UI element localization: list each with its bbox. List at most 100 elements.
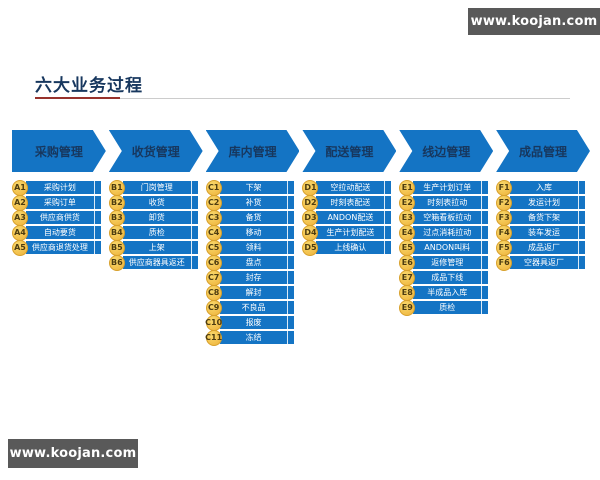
process-item: C3 备货 [205,209,295,226]
process-arrow: 线边管理 [399,130,493,172]
item-code-badge: E6 [399,254,416,271]
item-box: 空器具返厂 [510,256,585,269]
item-code-badge: C11 [205,329,222,346]
item-label: 上架 [148,243,165,252]
item-status-cell [190,241,198,254]
item-status-cell [190,226,198,239]
item-status-cell [481,181,488,194]
item-box: 不良品 [219,301,295,314]
item-box: 供应商器具返还 [122,256,198,269]
item-code-badge: E7 [399,269,416,286]
item-status-cell [287,256,294,269]
item-status-cell [481,196,488,209]
item-box: 质检 [413,301,489,314]
item-label: 备货 [245,213,262,222]
item-label: 盘点 [245,258,262,267]
item-label: 采购订单 [43,198,76,207]
item-label: 解封 [245,288,262,297]
item-box: 生产计划配送 [316,226,392,239]
item-box: 上线确认 [316,241,392,254]
item-box: 半成品入库 [413,286,489,299]
item-box: 空箱看板拉动 [413,211,489,224]
item-box: 卸货 [122,211,198,224]
item-label: 采购计划 [43,183,76,192]
item-label: 不良品 [241,303,266,312]
item-status-cell [481,226,488,239]
process-arrow-label: 线边管理 [422,144,471,159]
item-code-badge: B2 [108,194,125,211]
item-label: 领料 [245,243,262,252]
item-status-cell [481,301,488,314]
item-code-badge: A1 [12,179,28,196]
item-box: 冻结 [219,331,295,344]
item-box: 装车发运 [510,226,585,239]
item-code-badge: C3 [205,209,222,226]
item-box: ANDON配送 [316,211,392,224]
item-label: 时刻表配送 [330,198,371,207]
item-status-cell [481,256,488,269]
item-box: 补货 [219,196,295,209]
process-arrow-label: 配送管理 [325,144,374,159]
item-status-cell [481,271,488,284]
item-status-cell [577,256,585,269]
item-box: 移动 [219,226,295,239]
item-code-badge: B1 [108,179,125,196]
item-status-cell [93,226,101,239]
item-status-cell [93,196,101,209]
item-code-badge: C1 [205,179,222,196]
item-box: 成品下线 [413,271,489,284]
item-code-badge: C9 [205,299,222,316]
item-code-badge: E3 [399,209,416,226]
item-box: 时刻表配送 [316,196,392,209]
item-status-cell [190,196,198,209]
item-label: 上线确认 [334,243,367,252]
page-title: 六大业务过程 [35,76,143,96]
watermark-top: www.koojan.com [468,8,600,35]
item-status-cell [577,241,585,254]
process-arrow-label: 收货管理 [131,144,180,159]
item-label: 收货 [148,198,165,207]
item-label: 空器具返厂 [524,258,565,267]
title-rule [35,97,570,99]
item-code-badge: E1 [399,179,416,196]
item-label: 发运计划 [528,198,561,207]
item-status-cell [190,211,198,224]
item-status-cell [577,196,585,209]
item-box: 领料 [219,241,295,254]
item-status-cell [577,226,585,239]
item-code-badge: A3 [12,209,28,226]
item-box: 供应商供货 [26,211,101,224]
item-code-badge: D1 [302,179,319,196]
item-box: ANDON叫料 [413,241,489,254]
item-code-badge: F3 [496,209,513,226]
item-status-cell [93,241,101,254]
item-code-badge: C10 [205,314,222,331]
item-code-badge: E4 [399,224,416,241]
item-status-cell [384,211,391,224]
